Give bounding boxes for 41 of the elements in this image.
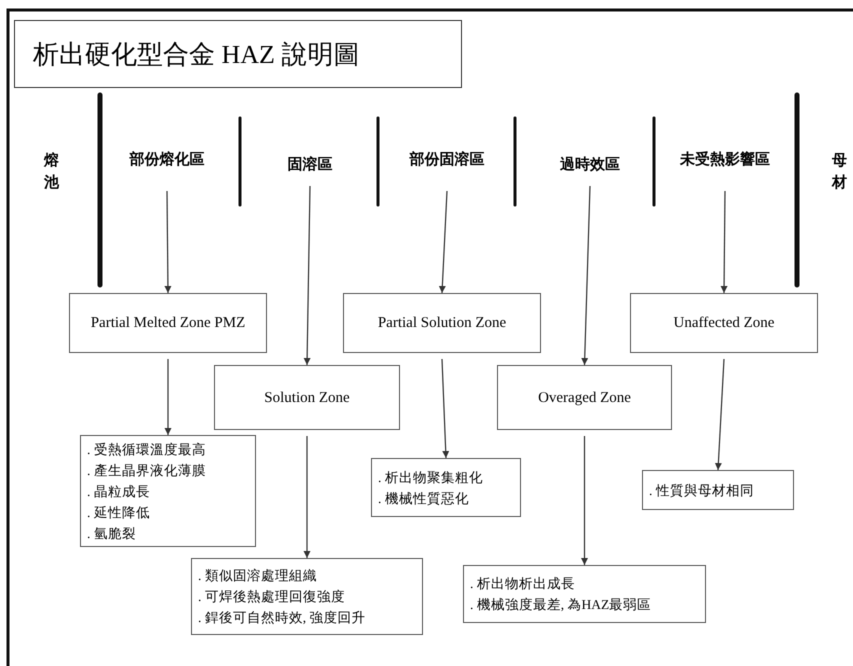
arrow [438, 190, 448, 294]
list-item: . 機械強度最差, 為HAZ最弱區 [470, 596, 652, 614]
arrow [581, 436, 588, 565]
list-item: . 銲後可自然時效, 強度回升 [198, 609, 366, 627]
zone-box: Overaged Zone [497, 365, 672, 430]
list-item: . 析出物聚集粗化 [378, 468, 483, 486]
property-list-box [371, 458, 521, 517]
zone-box: Unaffected Zone [630, 293, 818, 353]
list-item: . 機械性質惡化 [378, 490, 469, 508]
zone-label: 部份固溶區 [397, 135, 497, 185]
list-item: . 可焊後熱處理回復強度 [198, 588, 345, 606]
zone-box: Partial Melted Zone PMZ [69, 293, 267, 353]
arrow [304, 436, 310, 558]
zone-label: 過時效區 [530, 150, 650, 180]
list-item: . 受熱循環溫度最高 [87, 440, 206, 458]
list-item: . 氫脆裂 [87, 524, 136, 542]
list-item: . 產生晶界液化薄膜 [87, 462, 206, 480]
zone-label: 熔池 [44, 151, 59, 193]
arrow [720, 191, 728, 293]
zone-label: 固溶區 [255, 150, 365, 180]
zone-box: Solution Zone [214, 365, 400, 430]
arrow [441, 358, 450, 458]
title: 析出硬化型合金 HAZ 說明圖 [14, 20, 462, 88]
list-item: . 延性降低 [87, 504, 150, 522]
zone-label: 母材 [832, 152, 847, 193]
arrow [164, 359, 172, 435]
list-item: . 析出物析出成長 [470, 575, 575, 593]
property-list-box [191, 558, 423, 635]
list-item: . 類似固溶處理組織 [198, 567, 317, 585]
arrow [581, 186, 591, 366]
list-item: . 性質與母材相同 [649, 482, 754, 500]
arrow [164, 191, 172, 293]
arrow [304, 186, 311, 365]
zone-label: 未受熱影響區 [665, 135, 785, 185]
zone-label: 部份熔化區 [117, 135, 217, 185]
property-list-box [642, 470, 794, 510]
list-item: . 晶粒成長 [87, 482, 150, 500]
arrow [714, 358, 725, 470]
property-list-box [463, 565, 706, 623]
zone-box: Partial Solution Zone [343, 293, 541, 353]
property-list-box [80, 435, 256, 547]
